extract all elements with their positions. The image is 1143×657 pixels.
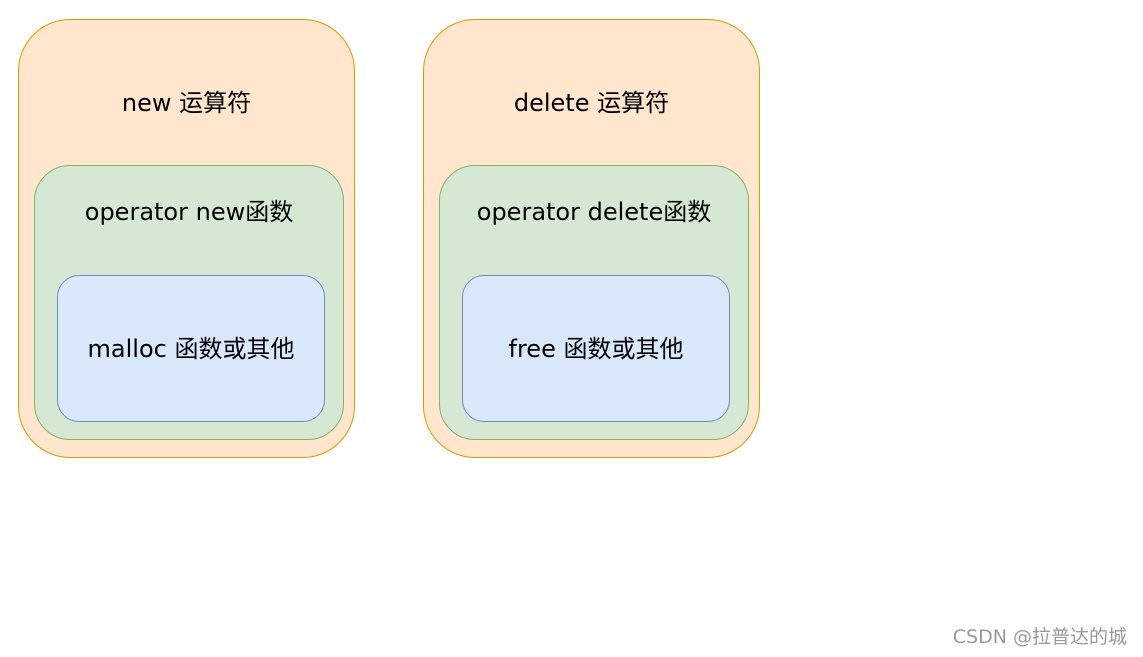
watermark: CSDN @拉普达的城 bbox=[952, 626, 1127, 648]
free-function-label: free 函数或其他 bbox=[508, 335, 684, 363]
malloc-function-box: malloc 函数或其他 bbox=[57, 275, 325, 422]
free-function-box: free 函数或其他 bbox=[462, 275, 730, 422]
new-operator-label: new 运算符 bbox=[121, 89, 252, 117]
operator-new-function-label: operator new函数 bbox=[84, 198, 294, 226]
malloc-function-label: malloc 函数或其他 bbox=[87, 335, 295, 363]
operator-delete-function-label: operator delete函数 bbox=[476, 198, 712, 226]
delete-operator-label: delete 运算符 bbox=[513, 89, 670, 117]
